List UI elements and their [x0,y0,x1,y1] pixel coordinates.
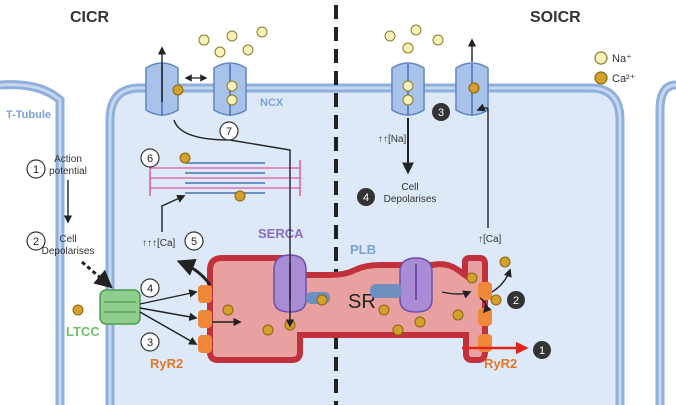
ltcc-channel [99,289,141,325]
legend: Na⁺ Ca²⁺ [594,51,636,85]
cell-depolarises-right-line2: Depolarises [384,194,437,205]
na-ions [198,24,444,106]
ryr2-right-channels [478,282,492,352]
na-ion-icon [594,51,608,65]
cell-depolarises-left-line1: Cell [59,234,76,245]
soicr-step-2: 2 [507,291,525,309]
svg-text:6: 6 [147,153,153,165]
cicr-step-6: 6 [140,148,160,168]
svg-text:7: 7 [226,126,232,138]
ca-ion-icon [594,71,608,85]
sr-label: SR [348,291,376,313]
ca-ions [72,82,511,336]
ca-up1-label: ↑[Ca] [478,234,502,245]
svg-text:2: 2 [33,236,39,248]
ryr2-left-channels [198,285,212,353]
soicr-step-1: 1 [533,341,551,359]
t-tubule-label: T-Tubule [6,109,51,121]
svg-text:1: 1 [539,345,545,357]
cicr-step-5: 5 [184,231,204,251]
plb-right-protein [370,284,402,298]
t-tubule-right [655,80,676,405]
cell-depolarises-left-line2: Depolarises [42,246,95,257]
myofilament [149,160,301,196]
cicr-step-4: 4 [140,278,160,298]
t-tubule-left [0,80,65,405]
svg-text:3: 3 [147,337,153,349]
na-up2-label: ↑↑[Na] [378,134,407,145]
ryr2-left-label: RyR2 [150,356,183,371]
legend-ca: Ca²⁺ [612,73,636,85]
svg-text:4: 4 [363,192,369,204]
soicr-title: SOICR [530,9,581,26]
legend-na: Na⁺ [612,53,632,65]
cell-depolarises-right-line1: Cell [401,182,418,193]
plb-label: PLB [350,242,376,257]
ltcc-label: LTCC [66,324,100,339]
svg-text:4: 4 [147,283,153,295]
ca-up3-label: ↑↑↑[Ca] [142,238,176,249]
action-potential-line1: Action [54,154,82,165]
soicr-step-3: 3 [432,103,450,121]
svg-text:3: 3 [438,107,444,119]
cicr-step-2: 2 [26,231,46,251]
ncx-label: NCX [260,97,284,109]
soicr-step-4: 4 [357,188,375,206]
svg-text:2: 2 [513,295,519,307]
svg-text:5: 5 [191,236,197,248]
serca-pump-right [399,257,433,313]
cicr-step-3: 3 [140,332,160,352]
serca-label: SERCA [258,226,304,241]
svg-text:1: 1 [33,164,39,176]
ryr2-right-label: RyR2 [484,356,517,371]
cicr-step-7: 7 [219,121,239,141]
action-potential-line2: potential [49,166,87,177]
cicr-title: CICR [70,9,110,26]
cicr-step-1: 1 [26,159,46,179]
